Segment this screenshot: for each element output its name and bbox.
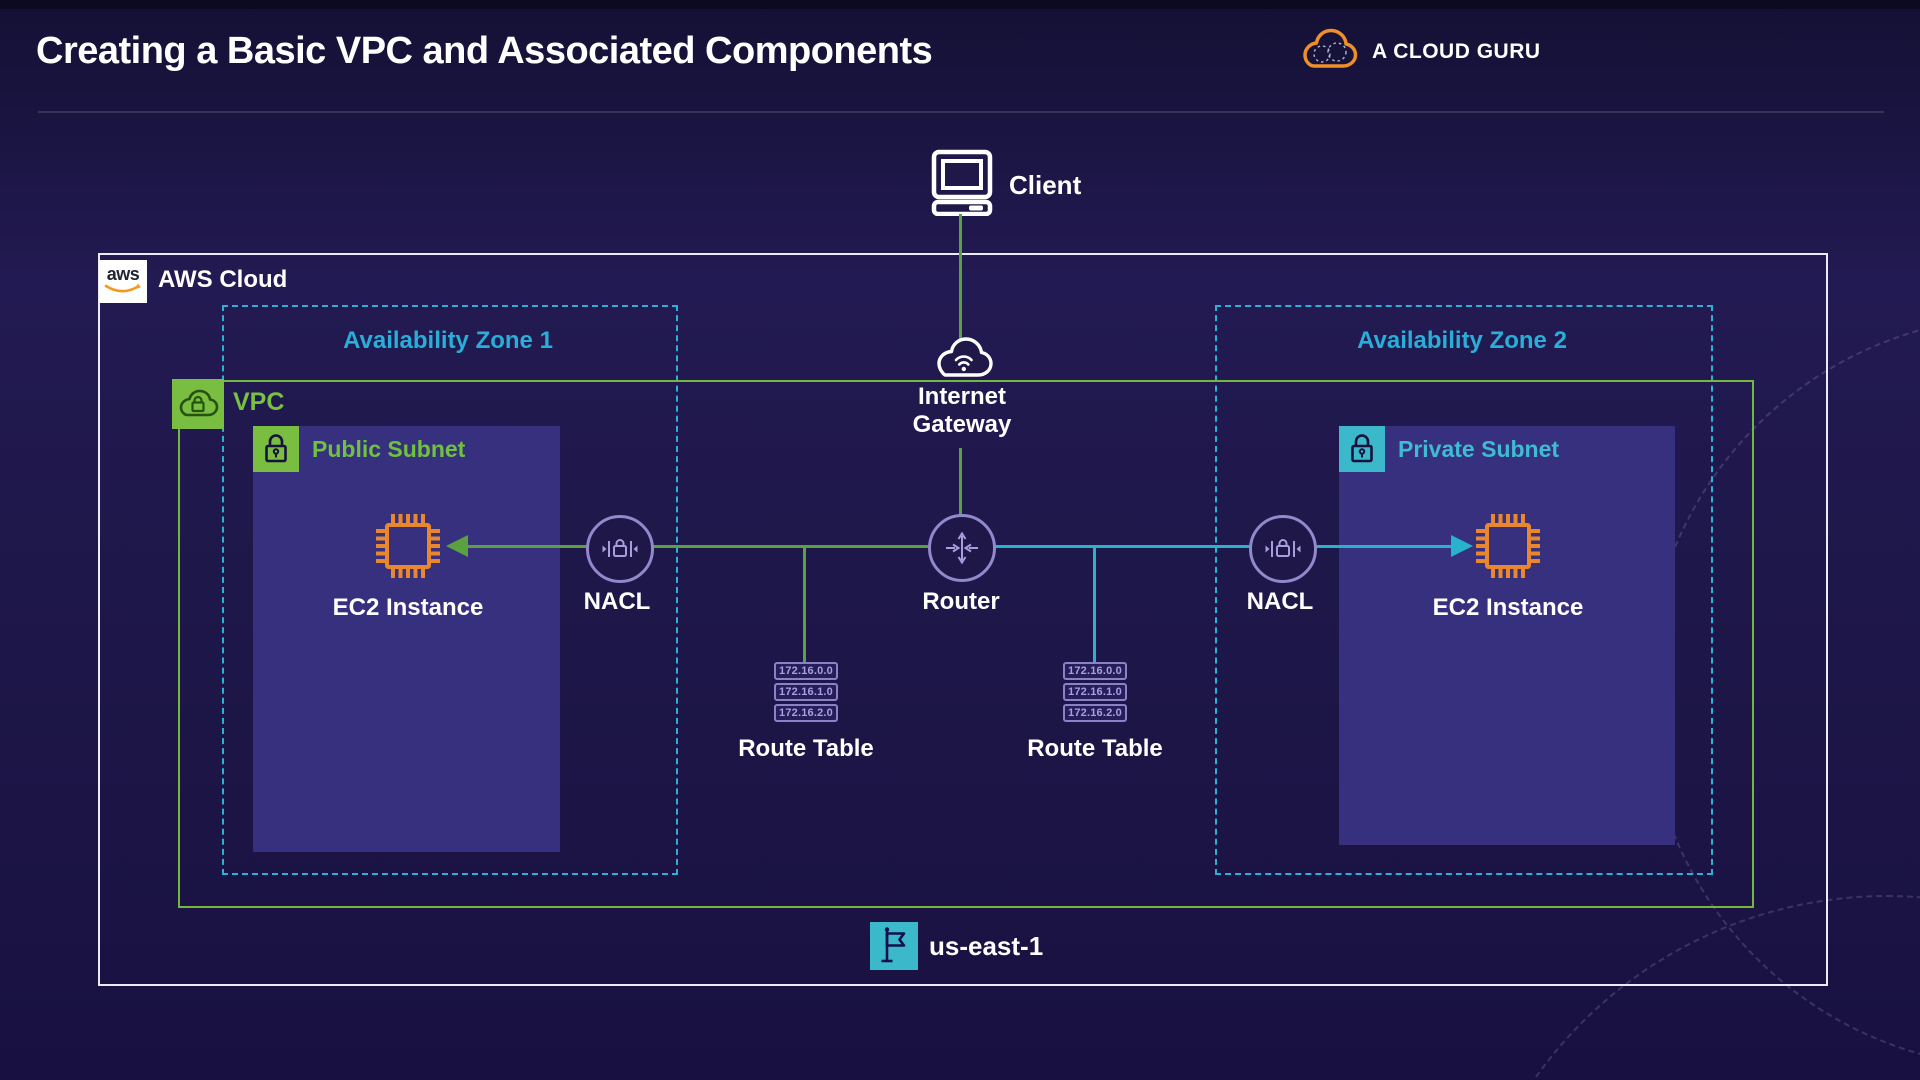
public-subnet-label: Public Subnet	[312, 436, 466, 462]
route-table-row: 172.16.0.0	[774, 662, 838, 680]
top-letterbox-bar	[0, 0, 1920, 9]
brand-name: A CLOUD GURU	[1372, 40, 1541, 63]
cloud-guru-logo-icon	[1300, 26, 1360, 79]
connection-to-route-table-left	[803, 548, 806, 662]
router-icon	[928, 514, 996, 582]
availability-zone-2-label: Availability Zone 2	[1357, 327, 1567, 354]
connection-client-to-igw	[959, 214, 962, 340]
route-table-row: 172.16.2.0	[1063, 704, 1127, 722]
public-subnet-lock-icon	[253, 426, 299, 472]
ec2-right-icon	[1472, 510, 1544, 587]
private-subnet-lock-icon	[1339, 426, 1385, 472]
route-table-row: 172.16.0.0	[1063, 662, 1127, 680]
route-table-right-label: Route Table	[1027, 735, 1163, 762]
page-title: Creating a Basic VPC and Associated Comp…	[36, 30, 933, 72]
vpc-container	[178, 380, 1754, 908]
internet-gateway-label: Internet Gateway	[912, 383, 1012, 439]
route-table-row: 172.16.1.0	[1063, 683, 1127, 701]
aws-cloud-container	[98, 253, 1828, 986]
aws-cloud-label: AWS Cloud	[158, 266, 288, 293]
ec2-left-icon	[372, 510, 444, 587]
region-label: us-east-1	[929, 931, 1044, 961]
route-table-left-label: Route Table	[738, 735, 874, 762]
private-subnet-label: Private Subnet	[1398, 436, 1560, 462]
client-icon	[930, 149, 994, 221]
availability-zone-1-container	[222, 305, 678, 875]
connection-nacl-right-to-ec2	[1310, 545, 1453, 548]
connection-igw-to-router	[959, 448, 962, 518]
aws-logo-icon: aws	[99, 260, 147, 303]
route-table-row: 172.16.1.0	[774, 683, 838, 701]
connection-router-to-nacl-left	[466, 545, 931, 548]
region-flag-icon	[870, 922, 918, 970]
client-label: Client	[1009, 170, 1082, 200]
nacl-right-icon	[1249, 515, 1317, 583]
connection-to-route-table-right	[1093, 548, 1096, 662]
arrowhead-into-ec2-left	[446, 535, 468, 557]
nacl-right-label: NACL	[1246, 588, 1314, 615]
nacl-left-icon	[586, 515, 654, 583]
arrowhead-into-ec2-right	[1451, 535, 1473, 557]
title-separator	[38, 111, 1884, 113]
nacl-left-label: NACL	[583, 588, 651, 615]
vpc-icon	[172, 379, 224, 429]
ec2-right-label: EC2 Instance	[1432, 594, 1584, 621]
availability-zone-2-container	[1215, 305, 1713, 875]
route-table-row: 172.16.2.0	[774, 704, 838, 722]
aws-logo-text: aws	[106, 264, 140, 284]
brand-logo: A CLOUD GURU	[1300, 24, 1560, 80]
router-label: Router	[922, 588, 1000, 615]
connection-router-to-nacl-right	[991, 545, 1251, 548]
private-subnet-container	[1339, 426, 1675, 845]
internet-gateway-icon	[930, 334, 994, 385]
route-table-right-icon: 172.16.0.0 172.16.1.0 172.16.2.0	[1063, 662, 1127, 722]
public-subnet-container	[253, 426, 560, 852]
vpc-label: VPC	[233, 388, 285, 416]
route-table-left-icon: 172.16.0.0 172.16.1.0 172.16.2.0	[774, 662, 838, 722]
availability-zone-1-label: Availability Zone 1	[343, 327, 553, 354]
ec2-left-label: EC2 Instance	[332, 594, 484, 621]
